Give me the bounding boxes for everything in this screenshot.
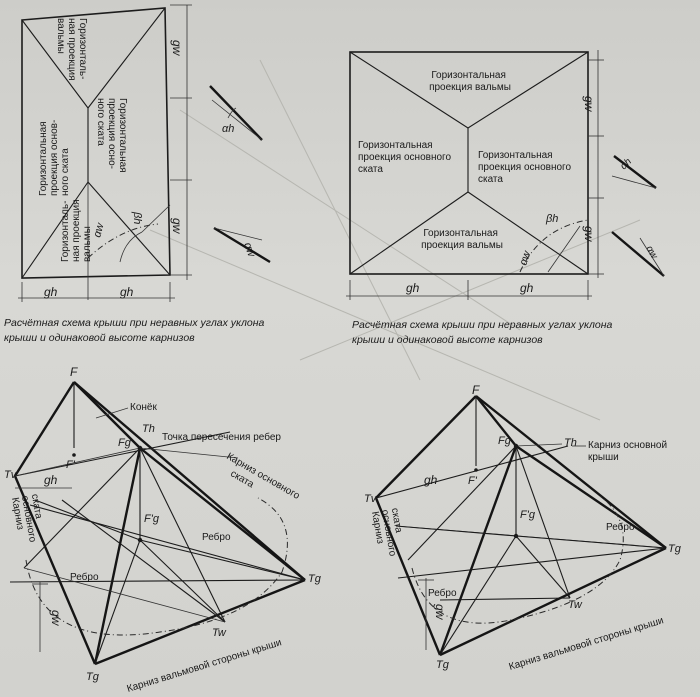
top-left-plan: Горизонталь- ная проекция вальмы Горизон… bbox=[4, 4, 271, 344]
tl-gh-right: gh bbox=[120, 285, 134, 299]
tl-gh-left: gh bbox=[44, 285, 58, 299]
bl-ridge: Конёк bbox=[130, 402, 157, 413]
tl-main-right-text: Горизонтальная проекция осно- ного ската bbox=[95, 98, 128, 175]
bl-F1: F' bbox=[66, 459, 76, 471]
bl-gw: gw bbox=[49, 610, 63, 627]
br-main-eave: Карниз основной крыши bbox=[588, 440, 670, 463]
tr-outline bbox=[349, 51, 589, 275]
br-Tw: Tw bbox=[568, 599, 583, 611]
bl-F1g: F'g bbox=[144, 513, 160, 525]
bl-Tg2: Tg bbox=[86, 671, 100, 683]
br-Tg: Tg bbox=[668, 543, 682, 555]
tr-caption: Расчётная схема крыши при неравных углах… bbox=[352, 319, 615, 346]
br-Tv: Tv bbox=[364, 493, 378, 505]
tr-alpha: αw bbox=[517, 249, 533, 267]
tl-hip-bottom-text: Горизонталь- ная проекция вальмы bbox=[60, 197, 93, 262]
tr-main-right-text: Горизонтальная проекция основного ската bbox=[478, 150, 574, 185]
top-right-plan: Горизонтальная проекция вальмы Горизонта… bbox=[346, 50, 665, 346]
bl-main-eave: Карниз основного ската bbox=[218, 451, 304, 514]
tr-gw-top: gw bbox=[582, 96, 596, 113]
br-Tg2: Tg bbox=[436, 659, 450, 671]
br-F1g: F'g bbox=[520, 509, 536, 521]
bl-Th: Th bbox=[142, 423, 155, 435]
tr-gh-right: gh bbox=[520, 281, 534, 295]
bottom-left-3d: F Fg Th F' F'g Tg Tw Tg Tv Конёк Точка п… bbox=[4, 365, 322, 695]
tl-beta: βh bbox=[131, 211, 143, 224]
br-rib1: Ребро bbox=[606, 521, 635, 533]
tl-gw-bottom: gw bbox=[170, 218, 184, 235]
tr-gw-bottom: gw bbox=[582, 226, 596, 243]
bottom-right-3d: F Fg Th F' F'g Tg Tw Tg Tv Карниз основн… bbox=[364, 383, 682, 673]
br-F1: F' bbox=[468, 475, 478, 487]
bl-Fg: Fg bbox=[118, 437, 132, 449]
bl-hip-eave: Карниз вальмовой стороны крыши bbox=[126, 637, 283, 695]
bl-rib1: Ребро bbox=[202, 531, 231, 543]
br-gw: gw bbox=[433, 604, 447, 621]
bl-gh: gh bbox=[44, 473, 58, 487]
bl-rib2: Ребро bbox=[70, 571, 99, 583]
bl-Tv: Tv bbox=[4, 469, 18, 481]
bl-Tg: Tg bbox=[308, 573, 322, 585]
br-left-eave: Карниз основного ската bbox=[369, 507, 408, 561]
tl-alpha-h: αh bbox=[222, 123, 234, 135]
tr-beta: βh bbox=[545, 213, 558, 225]
tl-alpha-w: αw bbox=[241, 241, 258, 259]
tl-alpha: αw bbox=[91, 221, 107, 239]
tr-main-left-text: Горизонтальная проекция основного ската bbox=[358, 140, 454, 175]
tr-hip-bottom-text: Горизонтальная проекция вальмы bbox=[421, 228, 503, 251]
br-gh: gh bbox=[424, 473, 438, 487]
tl-caption: Расчётная схема крыши при неравных углах… bbox=[4, 317, 267, 344]
tr-hip-top-text: Горизонтальная проекция вальмы bbox=[429, 70, 511, 93]
br-Fg: Fg bbox=[498, 435, 512, 447]
tl-main-left-text: Горизонтальная проекция основ- ного скат… bbox=[38, 117, 71, 196]
bl-Tw: Tw bbox=[212, 627, 227, 639]
br-F: F bbox=[472, 383, 480, 397]
br-Th: Th bbox=[564, 437, 577, 449]
tl-hip-top-text: Горизонталь- ная проекция вальмы bbox=[55, 18, 88, 83]
bl-F: F bbox=[70, 365, 78, 379]
background-lines bbox=[149, 59, 641, 421]
br-rib2: Ребро bbox=[428, 587, 457, 599]
tr-gh-left: gh bbox=[406, 281, 420, 295]
br-hip-eave: Карниз вальмовой стороны крыши bbox=[508, 615, 665, 673]
bl-intersection: Точка пересечения ребер bbox=[162, 431, 281, 443]
tl-gw-top: gw bbox=[170, 40, 184, 57]
